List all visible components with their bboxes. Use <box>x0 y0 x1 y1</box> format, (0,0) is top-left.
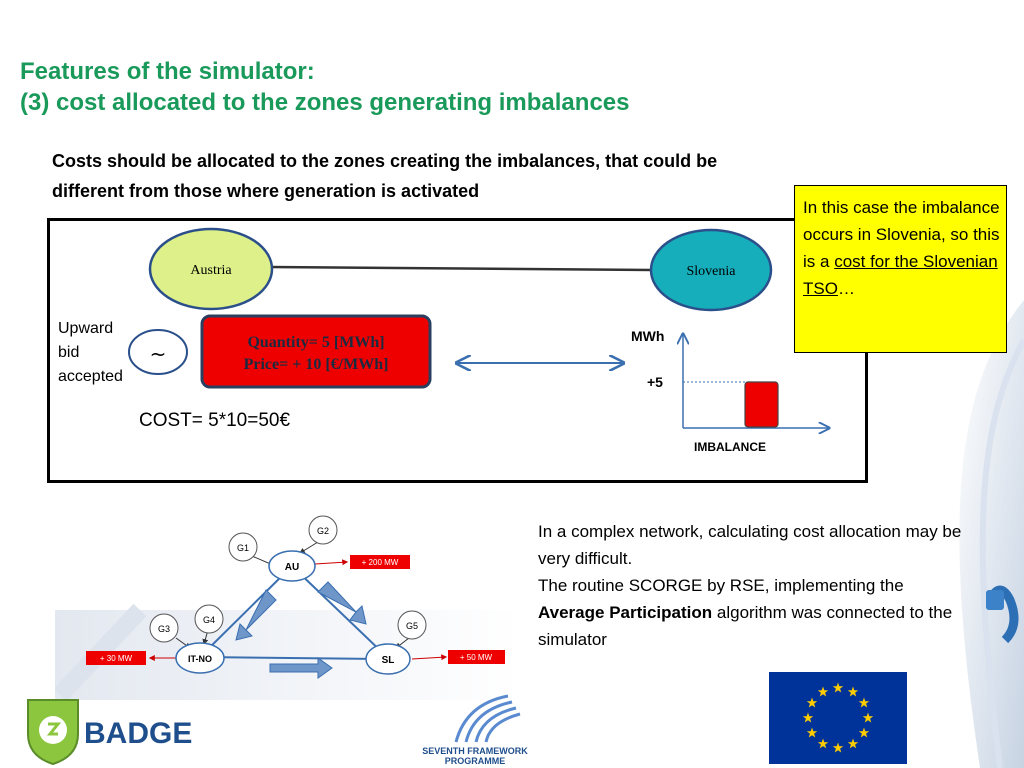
gen-g4 <box>194 604 224 634</box>
generator-tilde: ~ <box>150 342 167 366</box>
complex-line-2-end: algorithm was connected to the simulator <box>538 603 953 649</box>
node-it-no-label: IT-NO <box>188 654 212 664</box>
callout-ellipsis: … <box>837 279 855 298</box>
eu-star-icon <box>817 686 829 697</box>
node-sl-label: SL <box>382 655 395 666</box>
injection-it-no-label: + 30 MW <box>100 654 133 663</box>
network-diagram: AU IT-NO SL G1 G2 G3 G4 G5 + 200 MW + 30… <box>55 515 520 700</box>
eu-star-icon <box>847 686 859 697</box>
complex-line-2-start: The routine SCORGE by RSE, implementing … <box>538 576 904 595</box>
fp7-logo: SEVENTH FRAMEWORK PROGRAMME <box>422 694 528 766</box>
imbalance-bar <box>744 381 779 428</box>
gen-g3-label: G3 <box>158 624 170 634</box>
bid-box <box>200 314 432 389</box>
injection-au <box>350 555 410 569</box>
node-au-label: AU <box>285 562 299 573</box>
gen-g4-label: G4 <box>203 615 215 625</box>
fp7-line-1: SEVENTH FRAMEWORK <box>422 746 528 756</box>
eu-star-icon <box>832 682 844 693</box>
slovenia-label: Slovenia <box>687 264 737 279</box>
gen-g5 <box>397 610 427 640</box>
mini-chart-xlabel: IMBALANCE <box>694 440 766 454</box>
austria-label: Austria <box>190 263 232 278</box>
complex-line-1: In a complex network, calculating cost a… <box>538 522 962 568</box>
callout-text: In this case the imbalance occurs in Slo… <box>803 198 1000 271</box>
eu-stars <box>802 682 874 753</box>
gen-g2 <box>308 515 338 545</box>
eu-star-icon <box>806 697 818 708</box>
slovenia-zone <box>649 228 773 312</box>
complex-line-2-bold: Average Participation <box>538 603 713 622</box>
slide-subtitle: Costs should be allocated to the zones c… <box>52 151 718 201</box>
eu-star-icon <box>806 727 818 738</box>
flow-arrow-au-itno <box>235 589 277 641</box>
mini-chart-value-label: +5 <box>647 374 663 390</box>
slide-title: Features of the simulator: (3) cost allo… <box>20 56 629 118</box>
node-au <box>268 550 316 582</box>
callout-underlined: cost for the Slovenian TSO <box>803 252 998 298</box>
injection-sl <box>448 650 505 664</box>
eu-star-icon <box>832 742 844 753</box>
austria-zone <box>148 227 274 311</box>
gen-g2-label: G2 <box>317 526 329 536</box>
complex-line-2: The routine SCORGE by RSE, implementing … <box>538 572 968 653</box>
node-it-no <box>175 642 225 674</box>
badge-logo: BADGE <box>27 699 192 766</box>
eu-flag <box>769 672 907 764</box>
flow-arrow-itno-sl <box>269 657 333 679</box>
cost-text: COST= 5*10=50€ <box>139 410 290 431</box>
gen-g5-label: G5 <box>406 621 418 631</box>
node-sl <box>365 643 411 675</box>
eu-star-icon <box>858 697 870 708</box>
mini-chart-ylabel: MWh <box>631 328 664 344</box>
eu-star-icon <box>847 738 859 749</box>
zone-link-line <box>269 265 653 272</box>
flow-arrow-au-sl <box>317 581 367 625</box>
complex-network-text: In a complex network, calculating cost a… <box>538 518 968 653</box>
title-line-1: Features of the simulator: <box>20 58 315 85</box>
eu-star-icon <box>817 738 829 749</box>
bid-quantity: Quantity= 5 [MWh] <box>247 334 384 351</box>
generator-icon <box>128 329 188 375</box>
slovenia-cost-callout: In this case the imbalance occurs in Slo… <box>794 185 1007 353</box>
gen-g1 <box>228 532 258 562</box>
upward-bid-label: Upward bid accepted <box>58 320 123 385</box>
badge-logo-text: BADGE <box>84 717 192 750</box>
title-line-2: (3) cost allocated to the zones generati… <box>20 89 630 116</box>
eu-star-icon <box>858 727 870 738</box>
gen-g1-label: G1 <box>237 543 249 553</box>
eu-star-icon <box>802 712 814 723</box>
injection-sl-label: + 50 MW <box>460 653 493 662</box>
background-swoosh <box>959 300 1024 768</box>
injection-au-label: + 200 MW <box>362 558 399 567</box>
bid-price: Price= + 10 [€/MWh] <box>244 356 389 373</box>
fp7-line-2: PROGRAMME <box>445 756 506 766</box>
injection-it-no <box>86 651 146 665</box>
eu-star-icon <box>862 712 874 723</box>
gen-g3 <box>149 613 179 643</box>
